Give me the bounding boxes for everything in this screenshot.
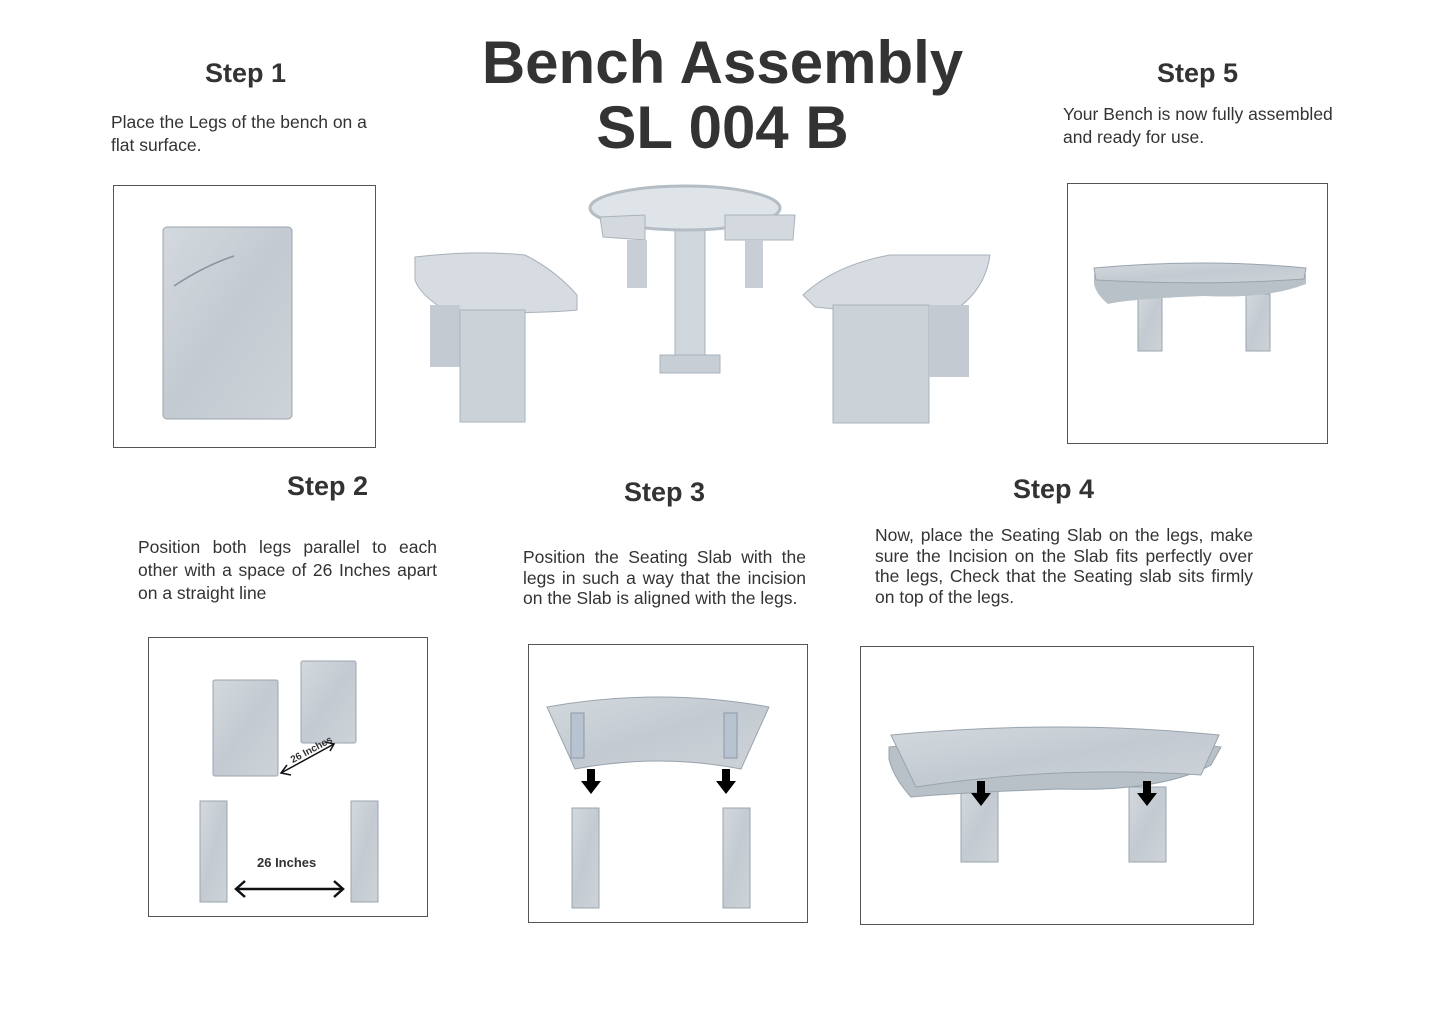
step4-text: Now, place the Seating Slab on the legs,…	[875, 525, 1253, 607]
down-arrow-icon	[971, 781, 991, 806]
step4-heading: Step 4	[1013, 474, 1095, 504]
leg-bottom-right	[350, 800, 379, 903]
step2-heading: Step 2	[287, 471, 369, 501]
step5-diagram	[1067, 183, 1328, 444]
horizontal-arrow-icon	[234, 880, 345, 898]
step5-heading: Step 5	[1157, 58, 1239, 88]
down-arrow-icon	[1137, 781, 1157, 806]
step1-diagram	[113, 185, 376, 448]
step3-text: Position the Seating Slab with the legs …	[523, 547, 806, 608]
leg-left	[571, 807, 600, 909]
bench-set-photo	[414, 184, 991, 430]
incision-left	[570, 712, 585, 759]
assembled-bench-image	[1093, 262, 1307, 352]
horizontal-distance-label: 26 Inches	[257, 855, 317, 870]
step4-diagram	[860, 646, 1254, 925]
seating-slab	[546, 696, 770, 770]
seating-slab	[890, 726, 1220, 788]
step2-diagram: 26 Inches 26 Inches	[148, 637, 428, 917]
step5-text: Your Bench is now fully assembled and re…	[1063, 104, 1333, 147]
down-arrow-icon	[716, 769, 736, 794]
step3-heading: Step 3	[624, 477, 706, 507]
step1-heading: Step 1	[205, 58, 287, 88]
leg-slab-image	[162, 226, 293, 420]
incision-right	[723, 712, 738, 759]
diagonal-arrow-icon	[279, 741, 336, 776]
title-line-2: SL 004 B	[596, 94, 849, 161]
step1-text: Place the Legs of the bench on a flat su…	[111, 112, 367, 155]
step2-text: Position both legs parallel to each othe…	[138, 537, 437, 603]
leg-top-left	[212, 679, 279, 777]
title-line-1: Bench Assembly	[481, 29, 964, 96]
leg-top-right	[300, 660, 357, 744]
leg-bottom-left	[199, 800, 228, 903]
down-arrow-icon	[581, 769, 601, 794]
step3-diagram	[528, 644, 808, 923]
leg-right	[722, 807, 751, 909]
